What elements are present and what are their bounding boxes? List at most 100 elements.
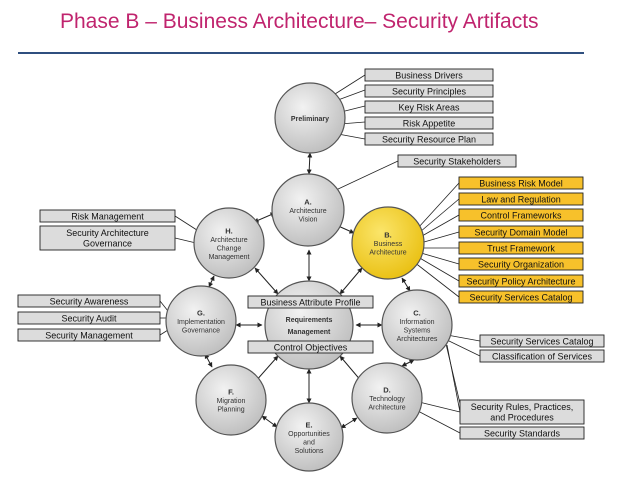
- box-security-awareness: Security Awareness: [17, 294, 161, 308]
- node-circle: [165, 285, 237, 357]
- box-business-risk-model: Business Risk Model: [458, 176, 584, 190]
- node-letter: A.: [304, 198, 312, 207]
- box-label: Business Drivers: [395, 70, 463, 80]
- node-letter: D.: [383, 386, 391, 395]
- box-frame: [364, 68, 494, 82]
- cycle-arrow: [401, 277, 411, 292]
- box-law-and-regulation: Law and Regulation: [458, 192, 584, 206]
- connector-line: [446, 344, 461, 413]
- node-circle: [195, 364, 267, 436]
- box-label: Security Policy Architecture: [466, 276, 575, 286]
- node-label: Systems: [404, 327, 431, 334]
- box-security-organization: Security Organization: [458, 257, 584, 271]
- box-security-management: Security Management: [17, 328, 161, 342]
- node-preliminary: Preliminary: [274, 82, 346, 154]
- connector-line: [159, 300, 169, 312]
- box-security-principles: Security Principles: [364, 84, 494, 98]
- box-frame: [247, 340, 374, 354]
- box-security-audit: Security Audit: [17, 311, 161, 325]
- box-label: Risk Appetite: [403, 118, 456, 128]
- node-label: Architecture: [289, 208, 326, 215]
- connector-line: [446, 334, 481, 342]
- box-security-policy-architecture: Security Policy Architecture: [458, 274, 584, 288]
- box-security-rules: Security Rules, Practices,and Procedures: [459, 399, 585, 425]
- node-label: Management: [288, 329, 331, 336]
- node-label: Preliminary: [291, 116, 329, 123]
- node-label: Solutions: [295, 448, 324, 455]
- box-business-drivers: Business Drivers: [364, 68, 494, 82]
- box-label: Security Organization: [478, 259, 564, 269]
- cycle-arrow: [339, 267, 363, 295]
- box-label: Law and Regulation: [481, 194, 561, 204]
- box-label: Security Management: [45, 330, 133, 340]
- box-label: Risk Management: [71, 211, 144, 221]
- node-label: Information: [399, 319, 434, 326]
- node-label: Architecture: [210, 237, 247, 244]
- box-security-services-catalog-c: Security Services Catalog: [479, 334, 605, 348]
- box-frame: [39, 209, 176, 223]
- box-security-domain-model: Security Domain Model: [458, 225, 584, 239]
- box-label: and Procedures: [490, 413, 554, 423]
- box-trust-framework: Trust Framework: [458, 241, 584, 255]
- node-label: Opportunities: [288, 431, 330, 438]
- box-frame: [39, 225, 176, 251]
- box-classification-of-services: Classification of Services: [479, 349, 605, 363]
- node-letter: H.: [225, 226, 233, 235]
- connector-line: [413, 261, 460, 298]
- node-label: Business: [374, 241, 403, 248]
- box-label: Control Objectives: [274, 342, 348, 352]
- box-security-standards: Security Standards: [459, 426, 585, 440]
- cycle-arrow: [208, 275, 215, 288]
- node-circle: [271, 173, 345, 247]
- box-label: Business Risk Model: [479, 178, 563, 188]
- box-frame: [458, 274, 584, 288]
- node-circle: [193, 207, 265, 279]
- box-label: Control Frameworks: [480, 210, 562, 220]
- box-frame: [479, 349, 605, 363]
- box-control-frameworks: Control Frameworks: [458, 208, 584, 222]
- node-label: Requirements: [286, 317, 333, 324]
- node-letter: B.: [384, 231, 392, 240]
- connector-line: [446, 339, 481, 357]
- box-label: Security Domain Model: [474, 227, 567, 237]
- box-risk-management: Risk Management: [39, 209, 176, 223]
- box-security-resource-plan: Security Resource Plan: [364, 132, 494, 146]
- box-label: Key Risk Areas: [398, 102, 460, 112]
- box-risk-appetite: Risk Appetite: [364, 116, 494, 130]
- node-label: Architecture: [369, 250, 406, 257]
- box-security-services-catalog-b: Security Services Catalog: [458, 290, 584, 304]
- box-control-objectives: Control Objectives: [247, 340, 374, 354]
- connector-line: [337, 133, 366, 140]
- box-key-risk-areas: Key Risk Areas: [364, 100, 494, 114]
- connector-line: [159, 329, 169, 336]
- box-frame: [458, 225, 584, 239]
- connector-line: [418, 401, 461, 413]
- box-label: Security Rules, Practices,: [471, 402, 574, 412]
- box-label: Trust Framework: [487, 243, 555, 253]
- box-label: Security Audit: [61, 313, 117, 323]
- cycle-arrow: [340, 417, 358, 429]
- box-label: Security Principles: [392, 86, 467, 96]
- box-frame: [458, 257, 584, 271]
- box-frame: [17, 294, 161, 308]
- box-frame: [364, 84, 494, 98]
- node-label: Migration: [217, 398, 246, 405]
- node-circle: [274, 402, 344, 472]
- connector-line: [335, 160, 399, 191]
- connector-line: [417, 182, 460, 229]
- node-circle: [351, 362, 423, 434]
- box-frame: [458, 176, 584, 190]
- connector-line: [340, 105, 366, 113]
- box-label: Security Standards: [484, 428, 561, 438]
- box-business-attribute-profile: Business Attribute Profile: [247, 295, 374, 309]
- cycle-arrow: [253, 212, 276, 223]
- node-label: Implementation: [177, 319, 225, 326]
- connector-line: [423, 231, 460, 243]
- box-label: Security Services Catalog: [469, 292, 572, 302]
